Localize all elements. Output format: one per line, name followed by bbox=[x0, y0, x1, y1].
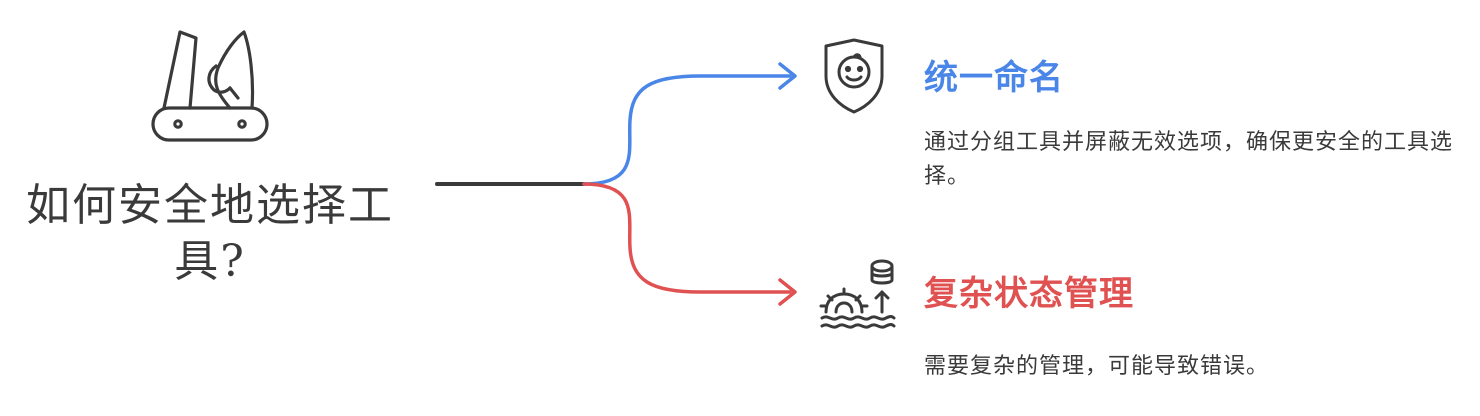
arrowhead-top bbox=[778, 62, 797, 90]
gear-database-icon bbox=[819, 259, 896, 329]
branch-description-complex-state-management: 需要复杂的管理，可能导致错误。 bbox=[924, 354, 1270, 379]
branch-title-unified-naming: 统一命名 bbox=[924, 58, 1064, 98]
branch-title-complex-state-management: 复杂状态管理 bbox=[924, 274, 1134, 314]
shield-face-icon bbox=[824, 38, 884, 114]
main-question: 如何安全地选择工具? bbox=[26, 180, 394, 287]
multitool-knife-icon bbox=[151, 30, 269, 142]
branch-description-unified-naming: 通过分组工具并屏蔽无效选项，确保更安全的工具选择。 bbox=[924, 130, 1454, 189]
branch-line-bottom bbox=[582, 182, 792, 294]
branch-line-top bbox=[582, 74, 792, 186]
arrowhead-bottom bbox=[778, 278, 797, 306]
